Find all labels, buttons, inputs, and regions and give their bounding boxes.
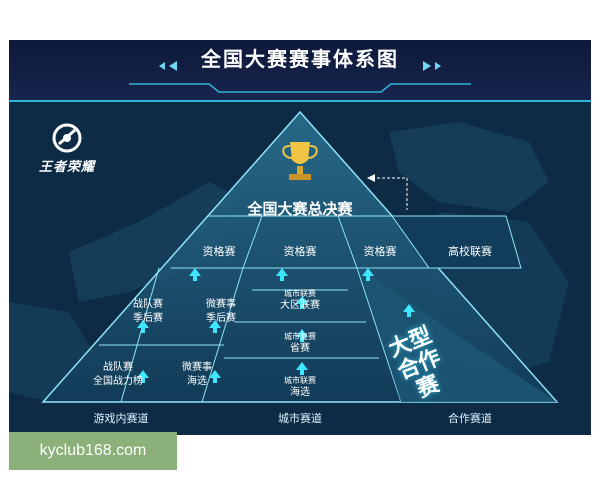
- college-league-label: 高校联赛: [448, 245, 492, 258]
- city-rematch-label: 城市复赛: [284, 332, 316, 341]
- arrow-up-icon: [189, 268, 201, 276]
- city-league-label: 城市联赛: [284, 289, 316, 298]
- team-match-label: 战队赛: [133, 299, 163, 310]
- micro-event-label: 微赛事: [206, 299, 236, 310]
- brand-name: 王者荣耀: [38, 160, 95, 175]
- provincial-label: 省赛: [290, 343, 310, 354]
- city-league-label: 城市联赛: [284, 376, 316, 385]
- logo-emblem-icon: [52, 123, 82, 153]
- selection-label: 海选: [187, 376, 207, 387]
- page-title: 全国大赛赛事体系图: [201, 47, 399, 71]
- background-map: [9, 122, 569, 402]
- partner-region: [359, 268, 557, 402]
- arrow-up-icon: [362, 268, 374, 276]
- qualifier-label: 资格赛: [283, 245, 317, 258]
- team-match-label: 战队赛: [103, 362, 133, 373]
- track-in-game: 游戏内赛道: [93, 412, 149, 425]
- brand-logo: 王者荣耀: [35, 122, 99, 175]
- poster: 全国大赛赛事体系图 王者荣耀: [9, 40, 591, 435]
- arrow-up-icon: [137, 320, 149, 328]
- title-banner: 全国大赛赛事体系图: [9, 40, 591, 102]
- playoff-label: 季后赛: [206, 313, 236, 324]
- arrow-up-icon: [296, 296, 308, 304]
- pyramid-diagram: [41, 110, 559, 403]
- qualifier-label: 资格赛: [202, 245, 236, 258]
- playoff-label: 季后赛: [133, 313, 163, 324]
- micro-event-label: 微赛事: [182, 362, 212, 373]
- arrow-up-icon: [403, 304, 415, 312]
- arrow-up-icon: [276, 268, 288, 276]
- college-link-line: [372, 177, 408, 210]
- arrow-up-icon: [137, 370, 149, 378]
- national-power-rank-label: 全国战力榜: [93, 376, 143, 387]
- banner-decoration: [129, 61, 471, 93]
- qualifier-label: 资格赛: [363, 245, 397, 258]
- arrow-group: [137, 268, 415, 383]
- track-partner: 合作赛道: [448, 412, 492, 425]
- arrow-up-icon: [296, 329, 308, 337]
- arrow-up-icon: [209, 370, 221, 378]
- arrow-up-icon: [296, 362, 308, 370]
- trophy-icon: [282, 142, 318, 180]
- grand-final-label: 全国大赛总决赛: [247, 200, 353, 218]
- college-league-box: [391, 215, 522, 269]
- regional-league-label: 大区联赛: [280, 300, 320, 311]
- arrow-up-icon: [209, 320, 221, 328]
- watermark: kyclub168.com: [9, 432, 177, 470]
- selection-label: 海选: [290, 387, 310, 398]
- college-link-arrow: [367, 174, 375, 182]
- track-city: 城市赛道: [278, 412, 322, 425]
